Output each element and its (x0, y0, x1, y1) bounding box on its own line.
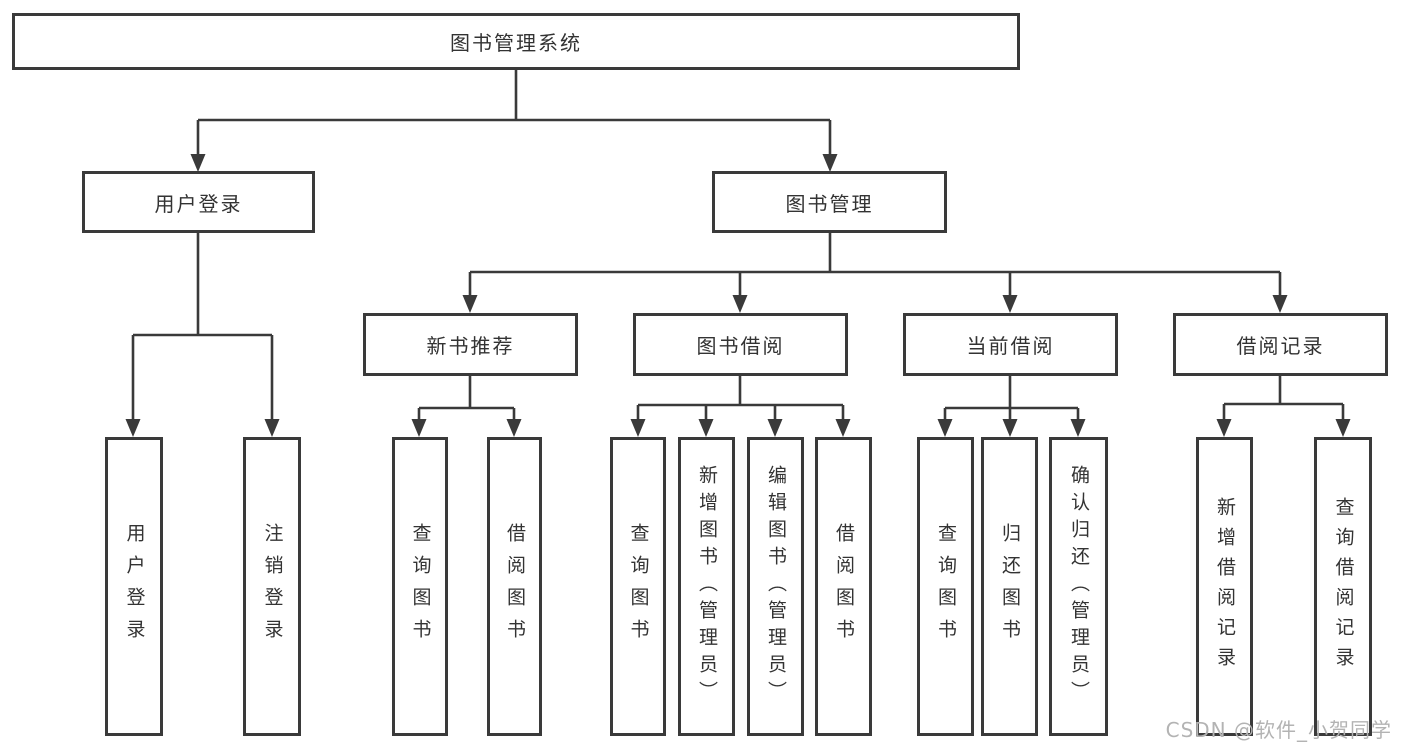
node-label: 借阅记录 (1236, 334, 1325, 358)
leaf-label: 查询图书 (627, 522, 650, 651)
leaf-borrow-books-recommend: 借阅图书 (487, 437, 542, 736)
leaf-confirm-return-admin: 确认归还（管理员） (1049, 437, 1108, 736)
leaf-add-book-admin: 新增图书（管理员） (678, 437, 735, 736)
leaf-label: 查询图书 (935, 522, 957, 651)
leaf-label: 归还图书 (999, 522, 1021, 651)
leaf-label: 确认归还（管理员） (1068, 465, 1090, 708)
leaf-query-books-current: 查询图书 (917, 437, 974, 736)
node-borrowing-records: 借阅记录 (1173, 313, 1388, 376)
leaf-logout: 注销登录 (243, 437, 301, 736)
node-book-management: 图书管理 (712, 171, 947, 233)
leaf-edit-book-admin: 编辑图书（管理员） (747, 437, 804, 736)
leaf-label: 注销登录 (261, 522, 284, 651)
leaf-label: 新增借阅记录 (1214, 496, 1236, 677)
leaf-query-books-recommend: 查询图书 (392, 437, 448, 736)
leaf-add-borrow-record: 新增借阅记录 (1196, 437, 1253, 736)
node-label: 图书借阅 (696, 334, 785, 358)
leaf-label: 借阅图书 (504, 522, 526, 651)
node-label: 图书管理系统 (450, 31, 582, 55)
node-label: 图书管理 (785, 191, 874, 216)
node-book-borrowing: 图书借阅 (633, 313, 848, 376)
leaf-label: 编辑图书（管理员） (765, 465, 787, 708)
leaf-label: 查询借阅记录 (1332, 496, 1355, 677)
node-label: 用户登录 (154, 191, 243, 216)
node-label: 当前借阅 (966, 334, 1055, 358)
leaf-label: 借阅图书 (833, 522, 855, 651)
tree-edges (131, 70, 1345, 423)
leaf-user-login: 用户登录 (105, 437, 163, 736)
node-new-book-recommendation: 新书推荐 (363, 313, 578, 376)
node-current-borrowing: 当前借阅 (903, 313, 1118, 376)
node-label: 新书推荐 (426, 334, 515, 358)
leaf-query-borrow-record: 查询借阅记录 (1314, 437, 1372, 736)
leaf-borrow-books-borrowing: 借阅图书 (815, 437, 872, 736)
leaf-query-books-borrowing: 查询图书 (610, 437, 666, 736)
csdn-watermark: CSDN @软件_小贺同学 (1165, 718, 1392, 742)
leaf-return-book: 归还图书 (981, 437, 1038, 736)
node-user-login: 用户登录 (82, 171, 315, 233)
node-library-management-system: 图书管理系统 (12, 13, 1020, 70)
leaf-label: 查询图书 (409, 522, 432, 651)
arrowheads (125, 154, 1351, 437)
leaf-label: 用户登录 (123, 522, 146, 651)
leaf-label: 新增图书（管理员） (696, 465, 718, 708)
